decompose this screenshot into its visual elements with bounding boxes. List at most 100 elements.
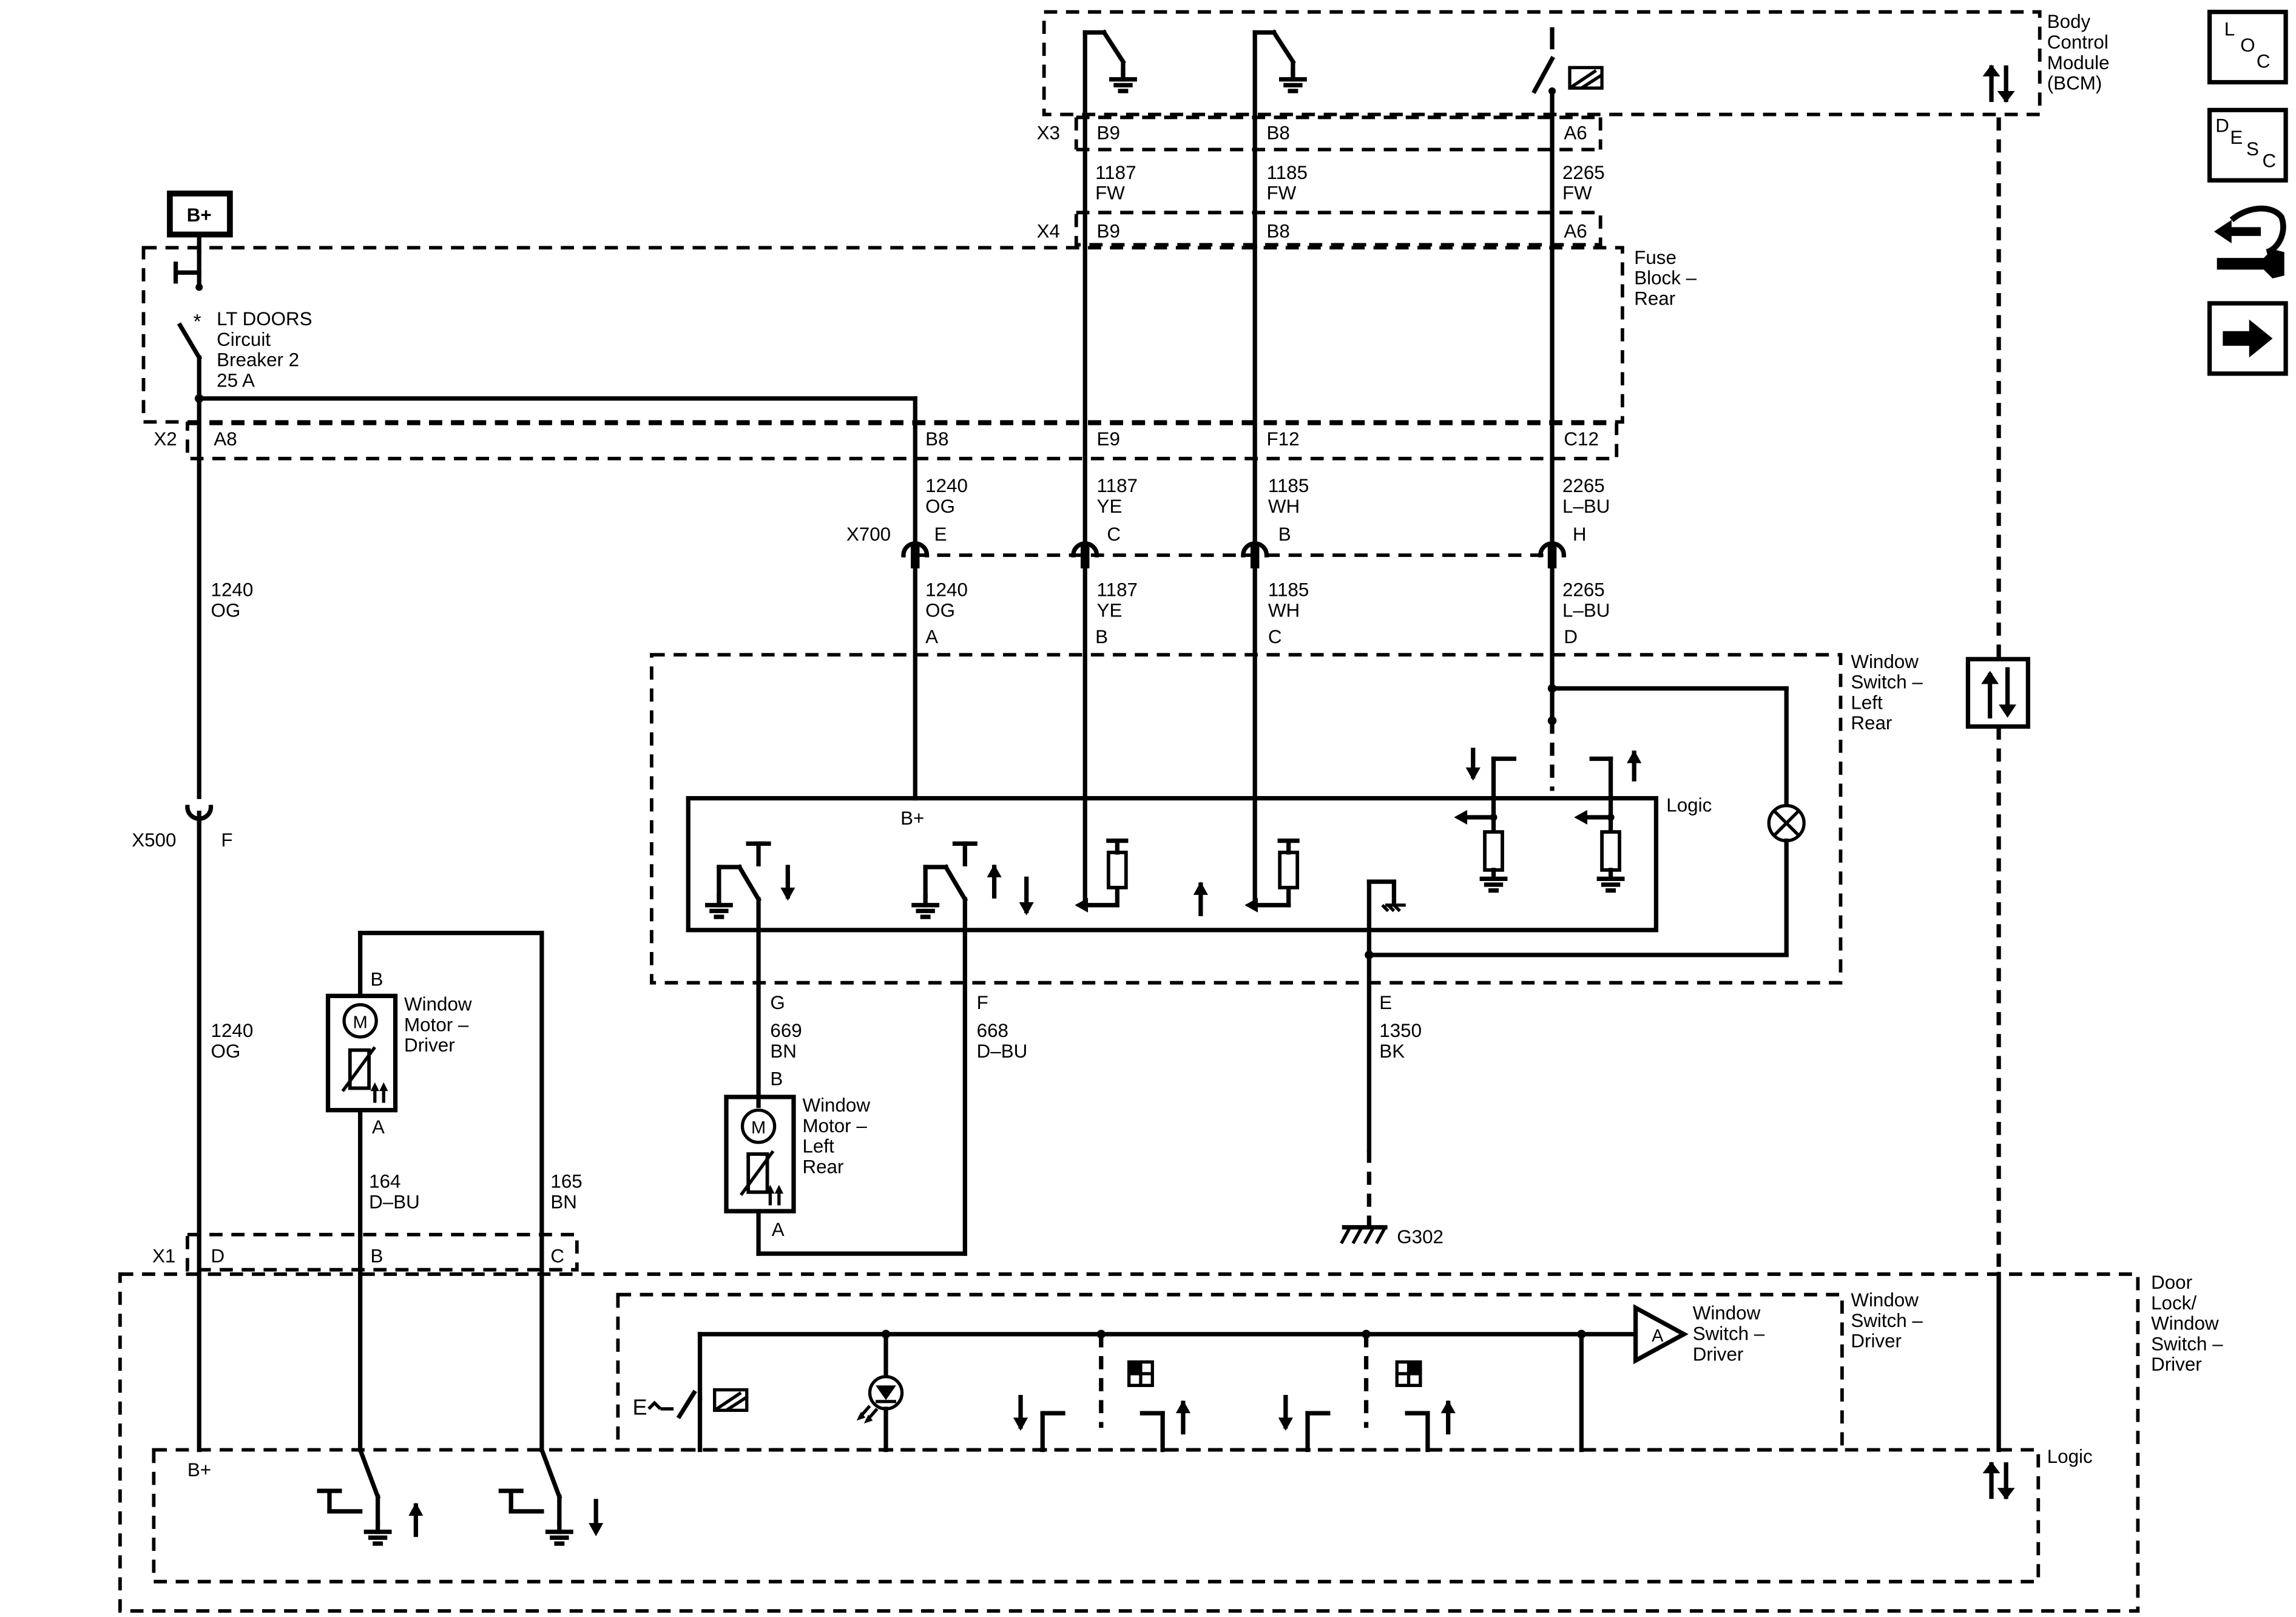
lr-indicator-lamp-circuit: [1365, 684, 1806, 960]
svg-text:M: M: [353, 1013, 368, 1032]
x700-pin-e: E: [934, 524, 947, 545]
bplus-source: B+: [167, 191, 233, 255]
x700-pin-c: C: [1107, 524, 1121, 545]
driver-motor-pin-b: B: [371, 969, 383, 990]
fuse-block-outline: [141, 246, 1624, 424]
lr-logic-label: Logic: [1666, 794, 1712, 815]
lr-switch-pin-b: B: [1095, 626, 1108, 647]
driver-illumination-led: [856, 1332, 904, 1453]
svg-text:E: E: [2230, 127, 2243, 148]
x1-pin-c: C: [550, 1246, 564, 1267]
x700-pin-h: H: [1573, 524, 1587, 545]
door-lock-module-label: Door Lock/ Window Switch – Driver: [2151, 1272, 2228, 1375]
driver-motor-label: Window Motor – Driver: [404, 994, 477, 1056]
driver-bplus-label: B+: [187, 1459, 211, 1480]
x1-pin-b: B: [371, 1246, 383, 1267]
breaker-label: LT DOORS Circuit Breaker 2 25 A: [217, 308, 317, 391]
driver-switch-outline: [616, 1292, 1844, 1452]
serial-data-line: [1965, 117, 2030, 1500]
driver-door-ajar-input: E: [633, 1388, 749, 1453]
x2-label: X2: [154, 428, 177, 450]
x3-label: X3: [1037, 123, 1060, 144]
lr-motor-pin-b: B: [770, 1068, 783, 1090]
lr-switch-logic-box: [686, 795, 1659, 933]
ev-symbol: E: [633, 1395, 647, 1420]
circuit-breaker: *: [173, 249, 204, 403]
wiring-repair-icon[interactable]: [2213, 205, 2286, 279]
lr-motor-label: Window Motor – Left Rear: [802, 1095, 875, 1177]
x3-pin-b8: B8: [1266, 123, 1289, 144]
bcm-serial-data-arrows: [1982, 64, 2015, 103]
bcm-switch-b8: [1252, 29, 1305, 249]
door-lock-module-outline: [118, 1272, 2140, 1613]
lr-switch-pin-f: F: [977, 992, 988, 1013]
wire-1240-og-bus: [197, 396, 917, 1453]
x4-connector-outline: [1074, 211, 1602, 247]
x4-pin-b8: B8: [1266, 220, 1289, 241]
x2-pin-c12: C12: [1564, 428, 1599, 450]
x500-label: X500: [132, 829, 176, 851]
lr-bplus-label: B+: [900, 808, 924, 829]
breaker-asterisk: *: [194, 310, 201, 333]
lr-switch-pin-e: E: [1379, 992, 1392, 1013]
lr-sense-resistor-1: [1454, 748, 1516, 891]
driver-switch-down-contact-1: [1013, 1334, 1104, 1453]
svg-text:C: C: [2262, 150, 2276, 171]
motor-icon: [740, 1108, 777, 1144]
x4-pin-a6: A6: [1564, 220, 1587, 241]
driver-logic-outline: [152, 1448, 2041, 1584]
bcm-output-a6: [1531, 27, 1604, 249]
svg-text:M: M: [751, 1118, 766, 1138]
ground-g302: G302: [1340, 953, 1443, 1247]
module-outlines: [118, 10, 2140, 1613]
fuse-block-label: Fuse Block – Rear: [1634, 247, 1702, 309]
bplus-source-label: B+: [187, 204, 212, 226]
serial-data-icon: [1965, 657, 2030, 729]
x700-label: X700: [846, 524, 891, 545]
driver-motor-relay-down: [498, 1447, 604, 1544]
x2-pin-e9: E9: [1097, 428, 1120, 450]
next-page-arrow-icon[interactable]: [2207, 301, 2288, 376]
x1-label: X1: [152, 1246, 175, 1267]
lr-input-b-sense: [1075, 838, 1129, 913]
x2-pin-f12: F12: [1266, 428, 1299, 450]
loc-icon[interactable]: L O C: [2207, 10, 2288, 85]
bcm-outline: [1042, 10, 2042, 116]
window-motor-driver: B M A: [325, 931, 544, 1453]
lr-input-c-sense: [1193, 838, 1300, 916]
desc-icon[interactable]: D E S C: [2207, 107, 2288, 183]
x2-pin-b8: B8: [925, 428, 948, 450]
driver-switch-up-contact-2: [1395, 1360, 1456, 1453]
g302-label: G302: [1397, 1226, 1443, 1247]
lr-sense-resistor-2: [1574, 749, 1642, 891]
window-motor-left-rear: B M A: [724, 1068, 967, 1256]
svg-text:D: D: [2215, 115, 2229, 137]
lr-ground-e: [1366, 879, 1406, 957]
x500-pin-f: F: [221, 829, 232, 851]
driver-switch-down-contact-2: [1278, 1334, 1369, 1453]
lr-door-ajar-input: [1547, 686, 1557, 791]
motor-icon: [342, 1003, 378, 1039]
lr-switch-pin-g: G: [770, 992, 785, 1013]
x3-pin-a6: A6: [1564, 123, 1587, 144]
lr-switch-pin-a: A: [925, 626, 938, 647]
lr-switch-outline: [650, 653, 1843, 985]
driver-motor-pin-a: A: [372, 1116, 385, 1138]
svg-text:A: A: [1652, 1326, 1664, 1346]
x700-pin-b: B: [1278, 524, 1291, 545]
bcm-switch-b9: [1082, 29, 1135, 249]
